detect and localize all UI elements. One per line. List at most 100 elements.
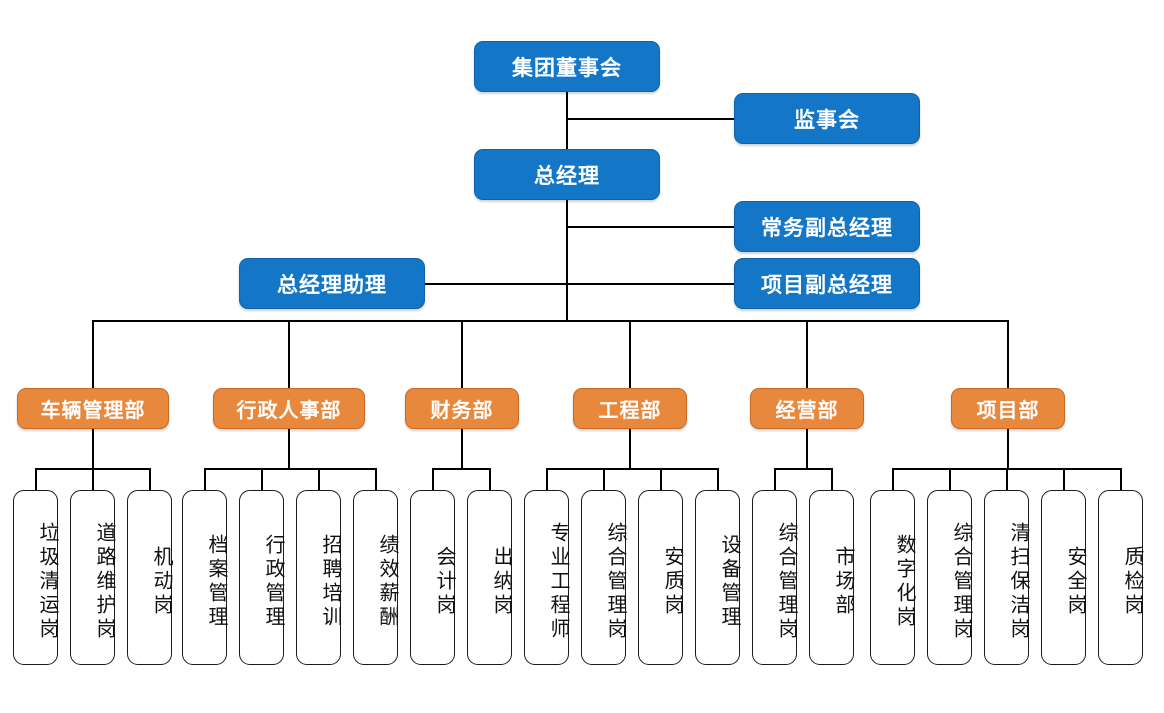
node-position-cashier[interactable]: 出纳岗	[467, 490, 512, 665]
node-label: 行政人事部	[236, 400, 342, 422]
connector-assistant-to-project-deputy	[424, 283, 734, 285]
connector-group5-child-0	[892, 468, 894, 490]
node-position-waste-transport[interactable]: 垃圾清运岗	[13, 490, 58, 665]
node-general-manager[interactable]: 总经理	[474, 149, 660, 200]
connector-group3-child-1	[603, 468, 605, 490]
node-label: 常务副总经理	[761, 216, 893, 240]
node-department-engineering[interactable]: 工程部	[573, 388, 687, 429]
node-board-of-directors[interactable]: 集团董事会	[474, 41, 660, 92]
connector-gm-to-exec-deputy	[566, 226, 734, 228]
connector-group0-child-0	[35, 468, 37, 490]
node-label: 市场部	[832, 545, 854, 618]
connector-dept-stem-4	[806, 320, 808, 388]
node-label: 工程部	[598, 400, 662, 422]
node-label: 项目部	[976, 400, 1040, 422]
node-position-admin-management[interactable]: 行政管理	[239, 490, 284, 665]
connector-group1-child-1	[261, 468, 263, 490]
node-position-engineering-general-management[interactable]: 综合管理岗	[581, 490, 626, 665]
node-project-deputy-manager[interactable]: 项目副总经理	[734, 258, 920, 309]
node-label: 财务部	[430, 400, 494, 422]
node-label: 行政管理	[262, 533, 284, 630]
node-executive-deputy-manager[interactable]: 常务副总经理	[734, 201, 920, 252]
node-label: 数字化岗	[893, 533, 915, 630]
node-department-finance[interactable]: 财务部	[405, 388, 519, 429]
node-position-digitalization[interactable]: 数字化岗	[870, 490, 915, 665]
node-label: 档案管理	[205, 533, 227, 630]
connector-group1-child-3	[375, 468, 377, 490]
node-supervisory-board[interactable]: 监事会	[734, 93, 920, 144]
node-position-safety[interactable]: 安全岗	[1041, 490, 1086, 665]
node-label: 项目副总经理	[761, 273, 893, 297]
node-position-cleaning-sanitation[interactable]: 清扫保洁岗	[984, 490, 1029, 665]
connector-group1-child-0	[204, 468, 206, 490]
node-label: 集团董事会	[512, 56, 622, 80]
node-label: 总经理	[534, 164, 600, 188]
connector-group3-stem	[629, 428, 631, 468]
connector-group2-child-1	[489, 468, 491, 490]
connector-group4-child-1	[831, 468, 833, 490]
node-position-archive-management[interactable]: 档案管理	[182, 490, 227, 665]
node-position-mobile-duty[interactable]: 机动岗	[127, 490, 172, 665]
node-position-professional-engineer[interactable]: 专业工程师	[524, 490, 569, 665]
connector-group3-child-0	[546, 468, 548, 490]
connector-dept-stem-2	[461, 320, 463, 388]
node-position-marketing[interactable]: 市场部	[809, 490, 854, 665]
connector-group1-bus	[204, 468, 375, 470]
connector-group4-child-0	[774, 468, 776, 490]
node-label: 招聘培训	[319, 533, 341, 630]
node-position-equipment-management[interactable]: 设备管理	[695, 490, 740, 665]
node-position-recruitment-training[interactable]: 招聘培训	[296, 490, 341, 665]
connector-dept-stem-0	[92, 320, 94, 388]
node-label: 设备管理	[718, 533, 740, 630]
node-label: 综合管理岗	[950, 521, 972, 642]
node-department-operations[interactable]: 经营部	[750, 388, 864, 429]
connector-board-to-supervisory	[566, 118, 734, 120]
connector-group5-child-4	[1120, 468, 1122, 490]
node-label: 会计岗	[433, 545, 455, 618]
node-label: 安质岗	[661, 545, 683, 618]
node-label: 道路维护岗	[93, 521, 115, 642]
node-label: 出纳岗	[490, 545, 512, 618]
connector-group2-stem	[461, 428, 463, 468]
connector-dept-stem-1	[288, 320, 290, 388]
node-label: 垃圾清运岗	[36, 521, 58, 642]
connector-dept-stem-5	[1007, 320, 1009, 388]
connector-group4-bus	[774, 468, 831, 470]
connector-group5-stem	[1007, 428, 1009, 468]
node-position-accounting[interactable]: 会计岗	[410, 490, 455, 665]
node-position-quality-inspection[interactable]: 质检岗	[1098, 490, 1143, 665]
node-position-operations-general-management[interactable]: 综合管理岗	[752, 490, 797, 665]
node-position-project-general-management[interactable]: 综合管理岗	[927, 490, 972, 665]
node-label: 监事会	[794, 108, 860, 132]
connector-group5-child-1	[949, 468, 951, 490]
node-label: 安全岗	[1064, 545, 1086, 618]
connector-group0-stem	[92, 428, 94, 468]
node-position-safety-quality[interactable]: 安质岗	[638, 490, 683, 665]
node-label: 经营部	[775, 400, 839, 422]
node-label: 机动岗	[150, 545, 172, 618]
connector-group0-child-1	[92, 468, 94, 490]
node-label: 专业工程师	[547, 521, 569, 642]
node-label: 绩效薪酬	[376, 533, 398, 630]
connector-dept-stem-3	[629, 320, 631, 388]
node-label: 质检岗	[1121, 545, 1143, 618]
connector-group1-child-2	[318, 468, 320, 490]
connector-group2-bus	[432, 468, 489, 470]
node-general-manager-assistant[interactable]: 总经理助理	[239, 258, 425, 309]
node-label: 车辆管理部	[40, 400, 146, 422]
node-position-performance-compensation[interactable]: 绩效薪酬	[353, 490, 398, 665]
node-department-vehicle-management[interactable]: 车辆管理部	[17, 388, 169, 429]
node-label: 综合管理岗	[604, 521, 626, 642]
connector-group3-child-3	[717, 468, 719, 490]
connector-group0-child-2	[149, 468, 151, 490]
connector-department-bus	[92, 320, 1008, 322]
node-department-admin-hr[interactable]: 行政人事部	[213, 388, 365, 429]
connector-group3-child-2	[660, 468, 662, 490]
connector-group4-stem	[806, 428, 808, 468]
node-position-road-maintenance[interactable]: 道路维护岗	[70, 490, 115, 665]
node-department-project[interactable]: 项目部	[951, 388, 1065, 429]
connector-group2-child-0	[432, 468, 434, 490]
connector-group1-stem	[288, 428, 290, 468]
connector-group5-child-2	[1006, 468, 1008, 490]
